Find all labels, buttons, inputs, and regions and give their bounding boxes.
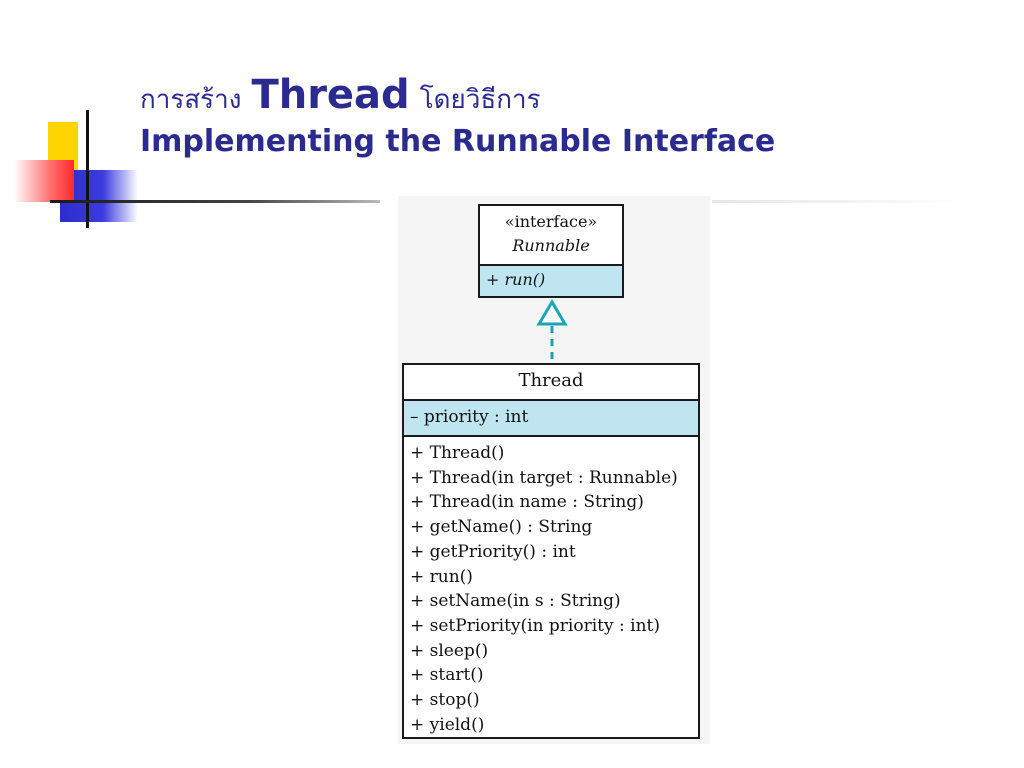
class-operations: + Thread() + Thread(in target : Runnable… <box>404 437 698 737</box>
logo-vertical-line <box>86 110 89 228</box>
title-line-1: การสร้าง Thread โดยวิธีการ <box>140 72 775 130</box>
runnable-interface-box: «interface» Runnable + run() <box>478 204 624 298</box>
slide-subtitle: Implementing the Runnable Interface <box>140 124 776 159</box>
realization-arrowhead <box>536 299 568 326</box>
class-operation: + run() <box>410 566 473 587</box>
interface-name: Runnable <box>512 236 590 255</box>
realization-arrow <box>536 299 568 364</box>
slide-title: การสร้าง Thread โดยวิธีการ Implementing … <box>140 72 775 159</box>
class-operation: + start() <box>410 665 484 686</box>
interface-name-compartment: «interface» Runnable <box>480 206 622 266</box>
class-operation: + yield() <box>410 714 485 735</box>
title-underline <box>50 200 380 203</box>
corner-logo <box>0 0 140 240</box>
title-thai-prefix: การสร้าง <box>140 85 242 115</box>
class-attributes: – priority : int <box>404 401 698 437</box>
thread-class-box: Thread – priority : int + Thread() + Thr… <box>402 363 700 739</box>
class-operation: + getName() : String <box>410 517 593 538</box>
title-underline-fade <box>712 200 962 203</box>
class-operation: + setName(in s : String) <box>410 591 621 612</box>
class-operation: + getPriority() : int <box>410 541 576 562</box>
interface-stereotype: «interface» <box>504 212 598 231</box>
title-thai-suffix: โดยวิธีการ <box>419 85 541 115</box>
class-operation: + Thread() <box>410 443 505 463</box>
class-attribute: – priority : int <box>410 407 529 427</box>
title-thread-word: Thread <box>251 72 410 118</box>
interface-operations: + run() <box>480 266 622 296</box>
logo-red-square <box>14 160 74 202</box>
class-name: Thread <box>404 365 698 401</box>
class-operation: + stop() <box>410 690 480 711</box>
class-operation: + Thread(in name : String) <box>410 492 644 513</box>
interface-operation: + run() <box>486 270 546 289</box>
class-operation: + setPriority(in priority : int) <box>410 615 660 636</box>
class-operation: + sleep() <box>410 640 489 661</box>
class-operation: + Thread(in target : Runnable) <box>410 467 678 488</box>
